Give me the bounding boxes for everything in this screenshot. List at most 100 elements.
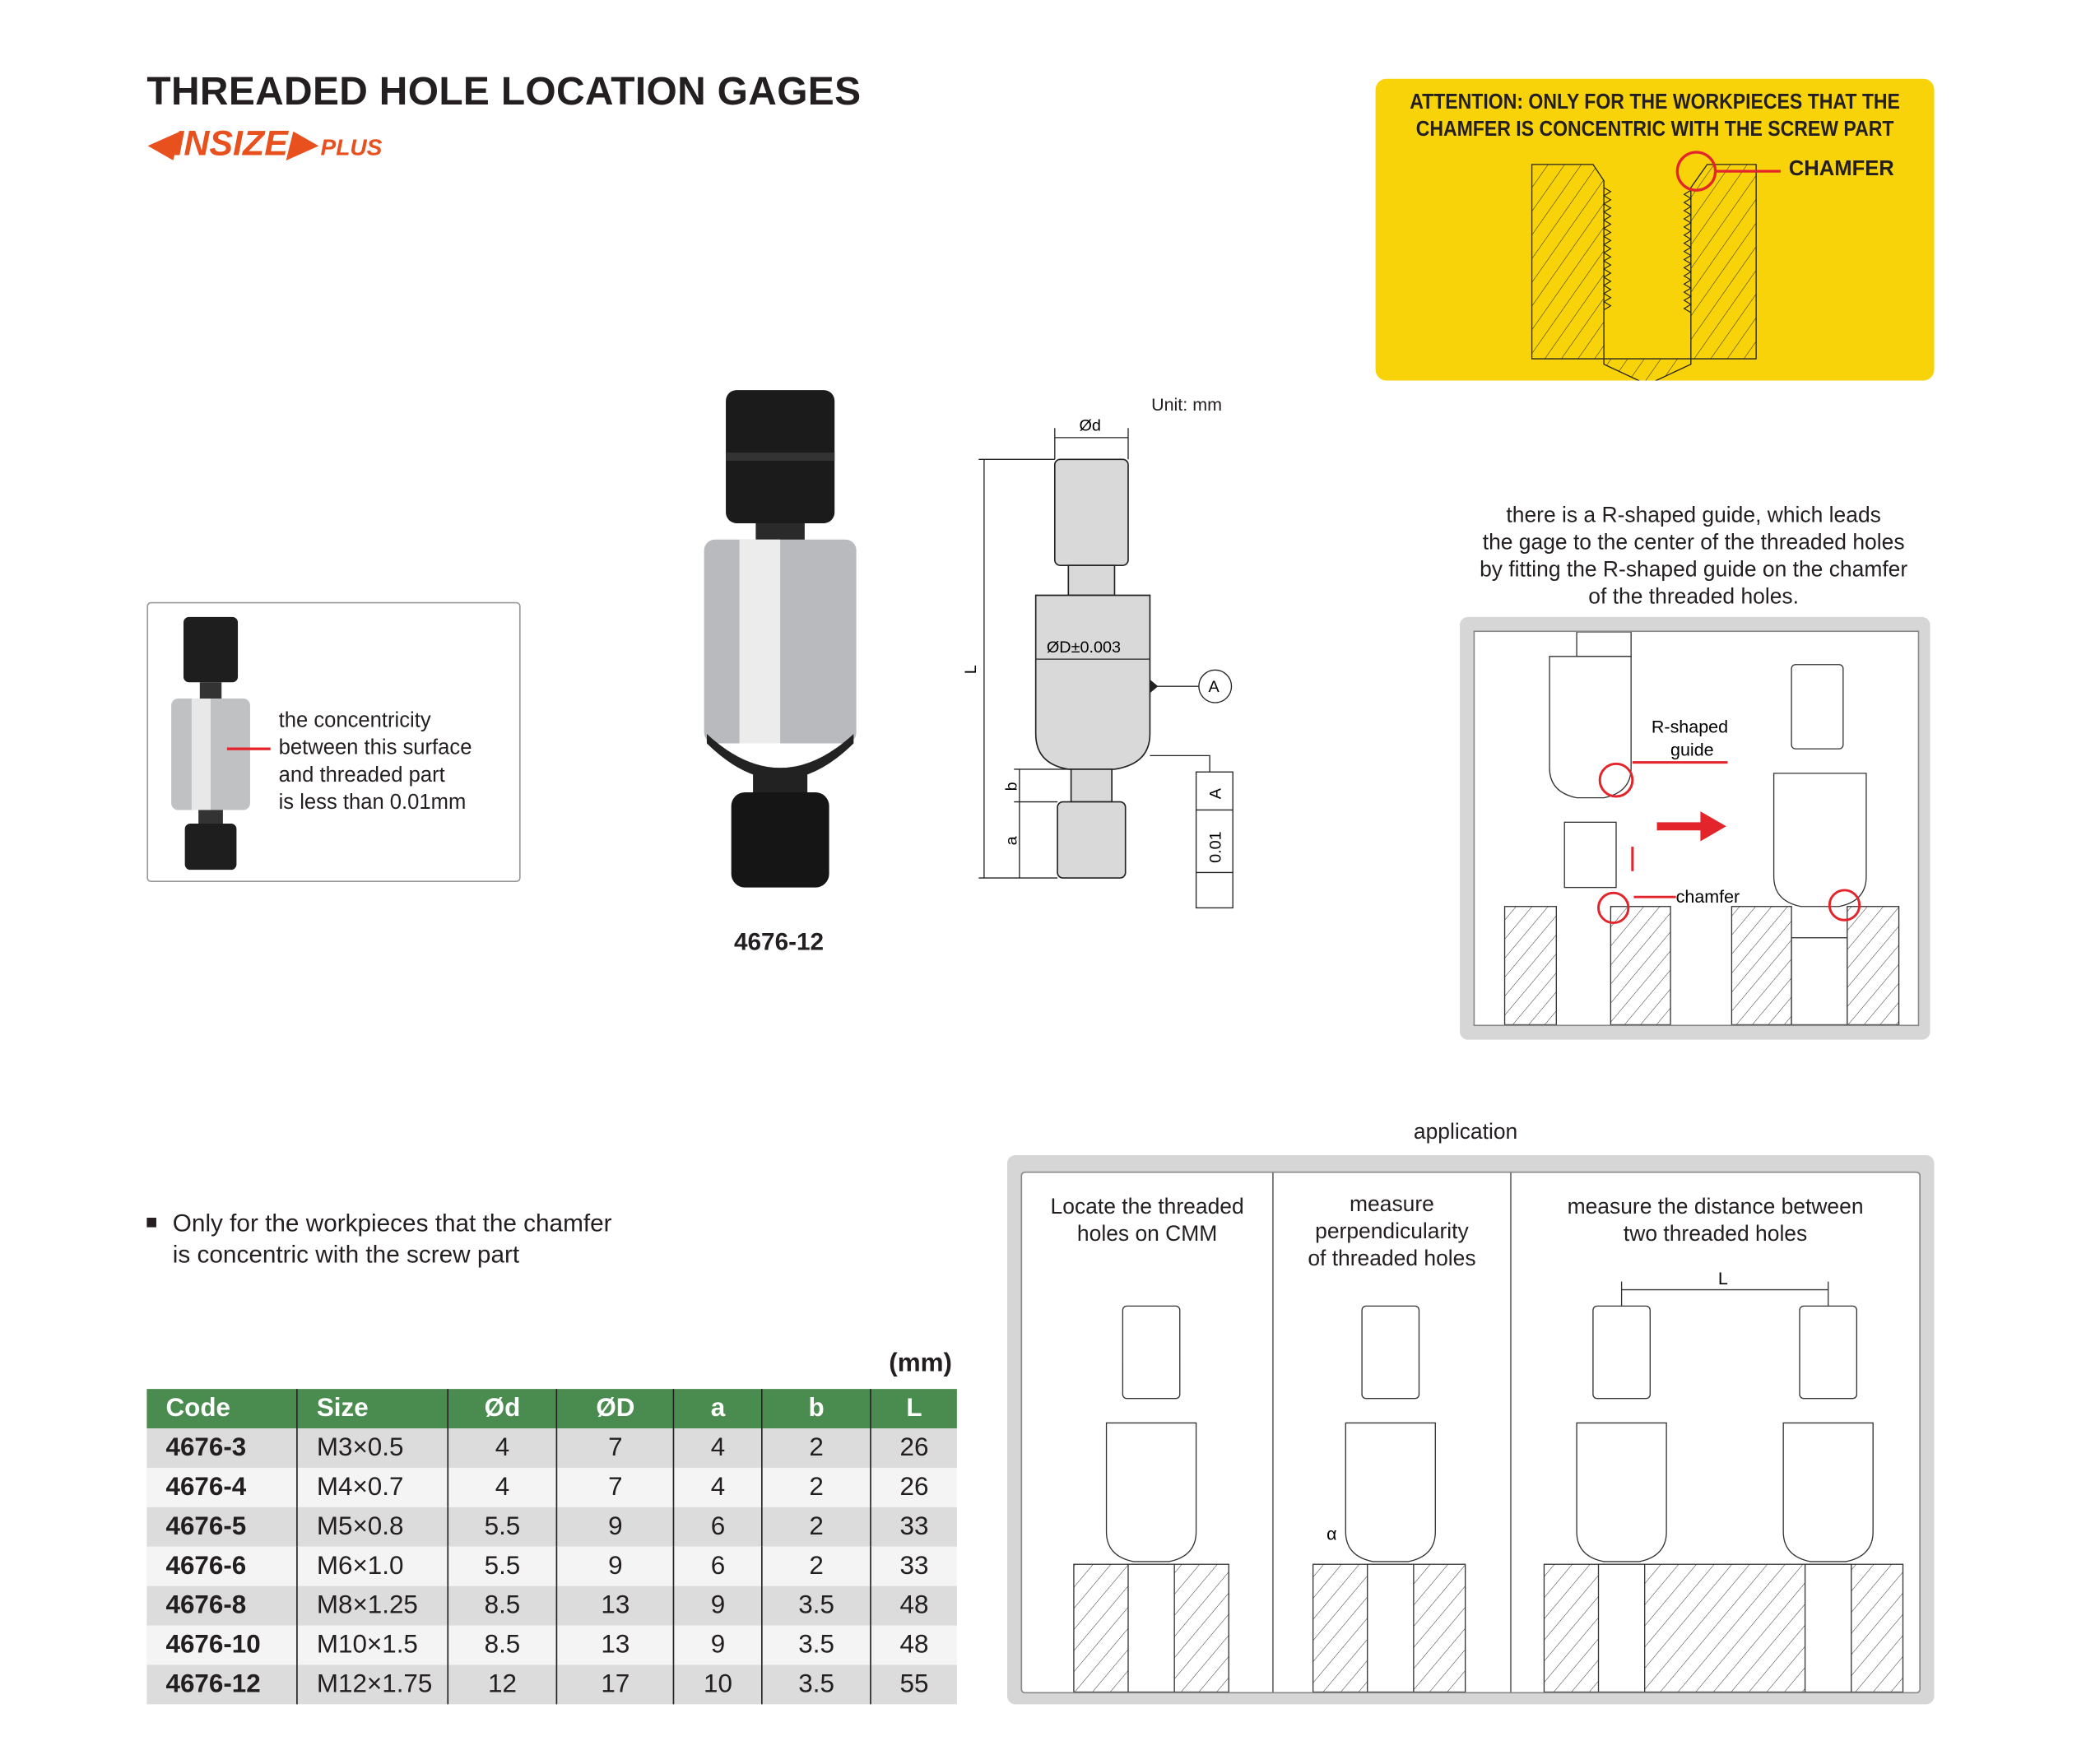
pointer-line [226,747,271,750]
text-line: two threaded holes [1623,1223,1808,1247]
attention-line: ATTENTION: ONLY FOR THE WORKPIECES THAT … [1410,91,1900,114]
rguide-diagram: R-shaped guide chamfer [1473,630,1920,1027]
table-unit: (mm) [889,1349,953,1378]
cell-code: 4676-5 [146,1507,297,1547]
cell-d: 5.5 [447,1546,557,1586]
usage-note: Only for the workpieces that the chamfer… [146,1208,612,1270]
brand-suffix: PLUS [320,134,383,160]
text-line: there is a R-shaped guide, which leads [1506,504,1881,527]
cell-b: 2 [761,1546,871,1586]
divider [1272,1172,1274,1692]
text-line: measure [1350,1193,1434,1217]
header-size: Size [296,1389,448,1429]
cell-size: M4×0.7 [296,1467,448,1507]
cell-b: 2 [761,1467,871,1507]
cell-code: 4676-4 [146,1467,297,1507]
cell-L: 48 [870,1625,957,1665]
text-line: of threaded holes [1308,1247,1476,1271]
text-line: of the threaded holes. [1588,585,1799,610]
cell-a: 10 [673,1664,762,1705]
header-a: a [673,1389,762,1429]
cell-size: M8×1.25 [296,1585,448,1626]
header-L: L [870,1389,957,1429]
text-line: is concentric with the screw part [172,1241,520,1269]
arrow-right-icon [1656,811,1726,842]
cell-D: 9 [555,1507,675,1547]
L-label: L [962,665,980,674]
cell-a: 4 [673,1428,762,1468]
cell-size: M6×1.0 [296,1546,448,1586]
distance-L-label: L [1718,1269,1728,1288]
cell-code: 4676-8 [146,1585,297,1626]
cell-L: 26 [870,1428,957,1468]
alpha-label: α [1326,1524,1336,1544]
bullet-icon [146,1217,156,1228]
text-line: by fitting the R-shaped guide on the cha… [1480,558,1908,582]
text-line: holes on CMM [1076,1223,1218,1247]
text-line: the concentricity [278,709,431,733]
brand-arrow-icon: ◀ [146,122,174,164]
cell-size: M5×0.8 [296,1507,448,1547]
cell-a: 9 [673,1625,762,1665]
attention-box: ATTENTION: ONLY FOR THE WORKPIECES THAT … [1375,78,1935,381]
cell-a: 6 [673,1507,762,1547]
text-line: perpendicularity [1315,1220,1469,1244]
application-frame: Locate the threaded holes on CMM measure… [1006,1155,1935,1705]
panel-cmm-label: Locate the threaded holes on CMM [1022,1195,1272,1249]
application-illustration: L α [1073,1269,1904,1692]
rguide-illustration: R-shaped guide chamfer [1503,631,1900,1026]
brand-arrow-icon: ▶ [287,122,315,164]
header-code: Code [146,1389,297,1429]
brand-name: INSIZE [174,122,288,164]
d-label: Ød [1080,417,1101,435]
text-line: is less than 0.01mm [278,791,467,815]
cell-size: M10×1.5 [296,1625,448,1665]
text-line: Locate the threaded [1050,1195,1244,1219]
cell-d: 12 [447,1664,557,1705]
cell-L: 55 [870,1664,957,1705]
cell-code: 4676-10 [146,1625,297,1665]
text-line: Only for the workpieces that the chamfer [172,1209,612,1237]
cell-L: 33 [870,1546,957,1586]
gage-photo-small [171,616,250,870]
cell-code: 4676-6 [146,1546,297,1586]
cell-code: 4676-12 [146,1664,297,1705]
rguide-description: there is a R-shaped guide, which leads t… [1452,503,1935,611]
text-line: measure the distance between [1567,1195,1864,1219]
panel-perpendicularity-label: measure perpendicularity of threaded hol… [1274,1192,1510,1274]
cell-a: 6 [673,1546,762,1586]
header-b: b [761,1389,871,1429]
rguide-label: R-shaped [1652,717,1728,736]
panel-distance-label: measure the distance between two threade… [1512,1195,1920,1249]
chamfer-label: CHAMFER [1788,157,1894,181]
chamfer-diagram [1531,151,1781,381]
chamfer-label: chamfer [1676,887,1740,907]
cell-d: 8.5 [447,1585,557,1626]
cell-size: M3×0.5 [296,1428,448,1468]
technical-drawing: Ød ØD±0.003 A L b a A 0.01 [962,417,1234,909]
cell-L: 48 [870,1585,957,1626]
cell-D: 13 [555,1585,675,1626]
rguide-diagram-frame: R-shaped guide chamfer [1460,616,1930,1040]
tol-datum-label: A [1206,787,1224,799]
unit-label: Unit: mm [1151,394,1222,415]
cell-size: M12×1.75 [296,1664,448,1705]
cell-d: 5.5 [447,1507,557,1547]
attention-line: CHAMFER IS CONCENTRIC WITH THE SCREW PAR… [1415,118,1894,142]
cell-d: 8.5 [447,1625,557,1665]
tolerance-value: 0.01 [1206,831,1224,863]
divider [1510,1172,1512,1692]
cell-L: 33 [870,1507,957,1547]
D-label: ØD±0.003 [1047,638,1121,657]
a-label: a [1003,835,1021,845]
cell-a: 4 [673,1467,762,1507]
concentricity-box: the concentricity between this surface a… [146,601,521,883]
cell-code: 4676-3 [146,1428,297,1468]
cell-b: 3.5 [761,1625,871,1665]
